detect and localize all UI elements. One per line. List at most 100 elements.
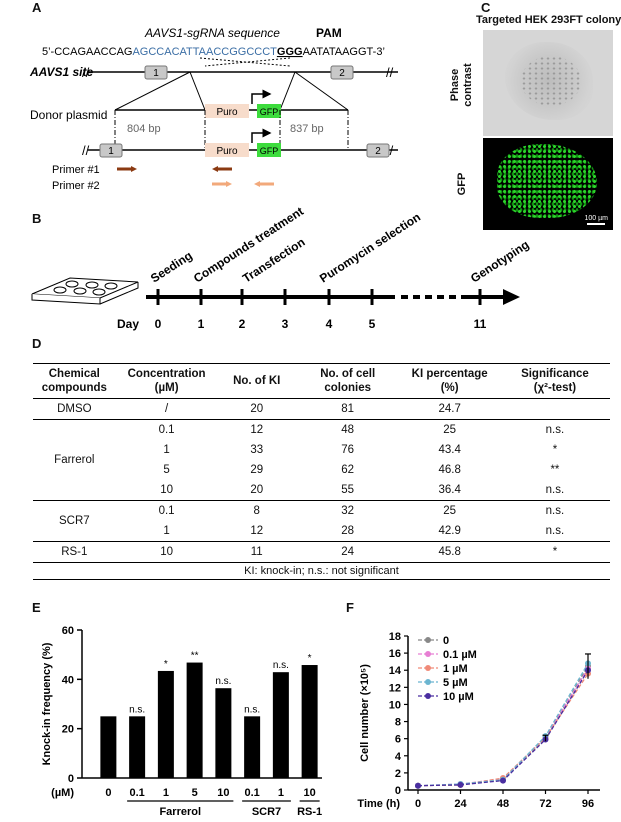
- f-y-tick-label: 18: [389, 631, 401, 643]
- f-y-tick-label: 2: [395, 768, 401, 780]
- f-x-axis-label: Time (h): [357, 798, 400, 810]
- f-legend-marker: [425, 637, 431, 643]
- timeline-step: Seeding: [148, 248, 195, 285]
- exon-1-label: 1: [153, 68, 159, 79]
- panel-letter-b: B: [32, 211, 42, 226]
- f-legend-label: 0.1 µM: [443, 649, 477, 661]
- table-cell: 29: [250, 464, 264, 476]
- exon-2-label-ki: 2: [375, 146, 381, 157]
- table-cell: 8: [253, 505, 260, 517]
- f-y-tick-label: 14: [389, 665, 402, 677]
- panel-letter-d: D: [32, 336, 42, 351]
- table-cell: 12: [217, 521, 296, 542]
- e-bar-annotation: n.s.: [129, 704, 145, 715]
- e-x-tick-label: 1: [278, 787, 284, 799]
- f-x-tick-label: 48: [497, 798, 509, 810]
- table-cell: 42.9: [399, 521, 500, 542]
- table-cell: 24.7: [399, 398, 500, 420]
- timeline-day-5: 5: [369, 317, 376, 331]
- table-footnote: KI: knock-in; n.s.: not significant: [33, 562, 610, 580]
- timeline-day-2: 2: [239, 317, 246, 331]
- table-cell: [499, 398, 610, 420]
- table-cell: n.s.: [499, 521, 610, 542]
- timeline-day-4: 4: [326, 317, 333, 331]
- e-bar: [301, 665, 318, 778]
- table-header-cell: No. of KI: [217, 363, 296, 399]
- f-data-point: [457, 781, 464, 788]
- e-bar-annotation: n.s.: [273, 660, 289, 671]
- e-x-tick-label: 10: [304, 787, 316, 799]
- e-bar: [157, 670, 174, 778]
- panel-c-title: Targeted HEK 293FT colony: [476, 14, 621, 26]
- f-y-axis-label: Cell number (×10⁵): [359, 664, 371, 762]
- f-x-tick-label: 72: [539, 798, 551, 810]
- table-compound-cell: Farrerol: [33, 419, 116, 501]
- e-bar: [244, 716, 261, 778]
- timeline-arrow-head: [503, 289, 520, 305]
- f-legend-marker: [425, 693, 431, 699]
- table-cell: 0.1: [158, 505, 175, 517]
- gfp-label-donor: GFP: [260, 107, 279, 117]
- right-arm-label: 837 bp: [290, 123, 324, 135]
- f-y-tick-label: 8: [395, 717, 401, 729]
- table-cell: 33: [250, 444, 264, 456]
- e-y-tick-label: 60: [62, 625, 74, 637]
- table-cell: 45.8: [399, 541, 500, 563]
- e-x-tick-label: 0.1: [244, 787, 259, 799]
- table-cell: 25: [443, 505, 457, 517]
- f-y-tick-label: 12: [389, 682, 401, 694]
- table-cell: 32: [341, 505, 355, 517]
- panel-letter-e: E: [32, 600, 41, 615]
- table-cell: 48: [341, 424, 355, 436]
- table-cell: 10: [115, 480, 218, 501]
- table-cell: 12: [250, 424, 264, 436]
- table-header-cell: Significance(χ²-test): [499, 363, 610, 399]
- svg-text://: //: [386, 65, 394, 80]
- table-cell: **: [550, 464, 560, 476]
- primer-2-label: Primer #2: [52, 180, 100, 192]
- table-footnote-row: KI: knock-in; n.s.: not significant: [33, 562, 610, 580]
- f-legend-label: 10 µM: [443, 691, 474, 703]
- f-x-tick-label: 96: [582, 798, 594, 810]
- table-cell: 5: [163, 464, 170, 476]
- table-cell: 76: [341, 444, 355, 456]
- gfp-image: 100 µm: [483, 138, 613, 230]
- table-cell: 20: [217, 480, 296, 501]
- panel-letter-f: F: [346, 600, 354, 615]
- e-y-tick-label: 20: [62, 724, 74, 736]
- exon-2-box-ki: [366, 143, 390, 158]
- timeline-day-1: 1: [198, 317, 205, 331]
- table-cell: 1: [115, 521, 218, 542]
- timeline-step: Puromycin selection: [317, 210, 423, 286]
- table-cell: 46.8: [438, 464, 461, 476]
- e-group-label: SCR7: [252, 806, 281, 818]
- gfp-label-ki: GFP: [260, 146, 279, 156]
- svg-text://: //: [386, 143, 394, 158]
- exon-2-label: 2: [339, 68, 345, 79]
- exon-2-box: [330, 65, 354, 80]
- table-cell: 1: [163, 444, 170, 456]
- table-header-cell: Concentration(µM): [115, 363, 218, 399]
- e-x-tick-label: 5: [192, 787, 198, 799]
- gfp-box-ki: [257, 143, 281, 157]
- multiwell-plate-icon: [31, 277, 139, 305]
- panel-a-diagram: AAVS1-sgRNA sequence PAM 5’-CCAGAACCAGAG…: [29, 26, 398, 192]
- panel-letter-a: A: [32, 0, 42, 15]
- e-bar: [129, 716, 146, 778]
- table-header-cell: KI percentage(%): [399, 363, 500, 399]
- exon-1-box: [144, 65, 168, 80]
- f-x-tick-label: 0: [415, 798, 421, 810]
- left-arm-label: 804 bp: [127, 123, 161, 135]
- f-legend-marker: [425, 665, 431, 671]
- primer-1-label: Primer #1: [52, 164, 100, 176]
